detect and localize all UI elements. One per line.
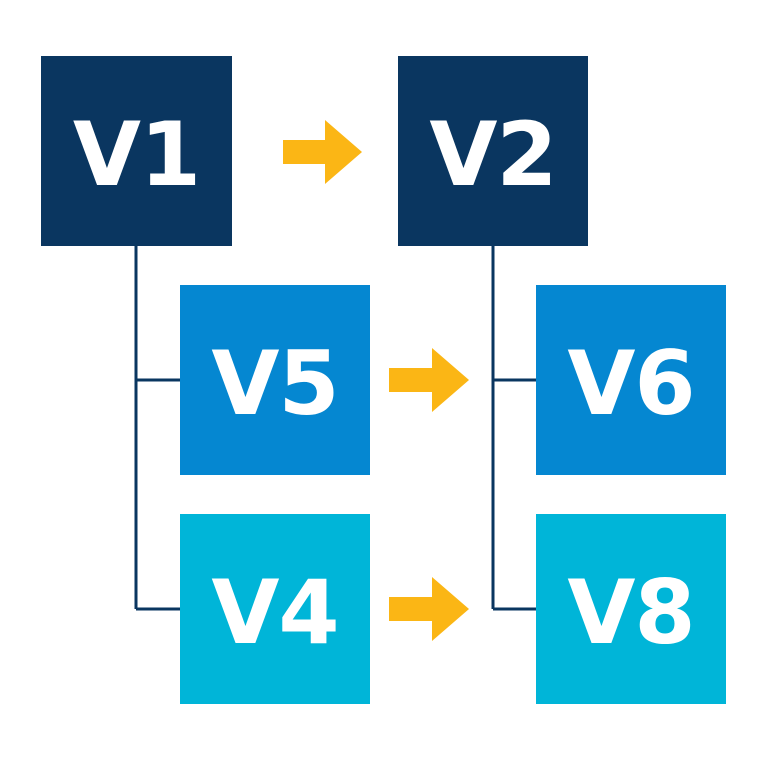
node-v5-label: V5 <box>211 331 339 435</box>
node-v2: V2 <box>398 56 588 246</box>
node-v6: V6 <box>536 285 726 475</box>
right-arrow-icon <box>389 577 469 641</box>
node-v5: V5 <box>180 285 370 475</box>
node-v6-label: V6 <box>567 331 695 435</box>
tree-connector-v2 <box>491 246 536 611</box>
node-v2-label: V2 <box>429 102 557 206</box>
node-v1: V1 <box>41 56 232 246</box>
node-v1-label: V1 <box>72 102 201 206</box>
right-arrow-icon <box>283 120 362 184</box>
node-v4: V4 <box>180 514 370 704</box>
right-arrow-icon <box>389 348 469 412</box>
node-v8: V8 <box>536 514 726 704</box>
node-v4-label: V4 <box>211 560 339 664</box>
tree-connector-v1 <box>134 246 180 611</box>
node-v8-label: V8 <box>567 560 695 664</box>
